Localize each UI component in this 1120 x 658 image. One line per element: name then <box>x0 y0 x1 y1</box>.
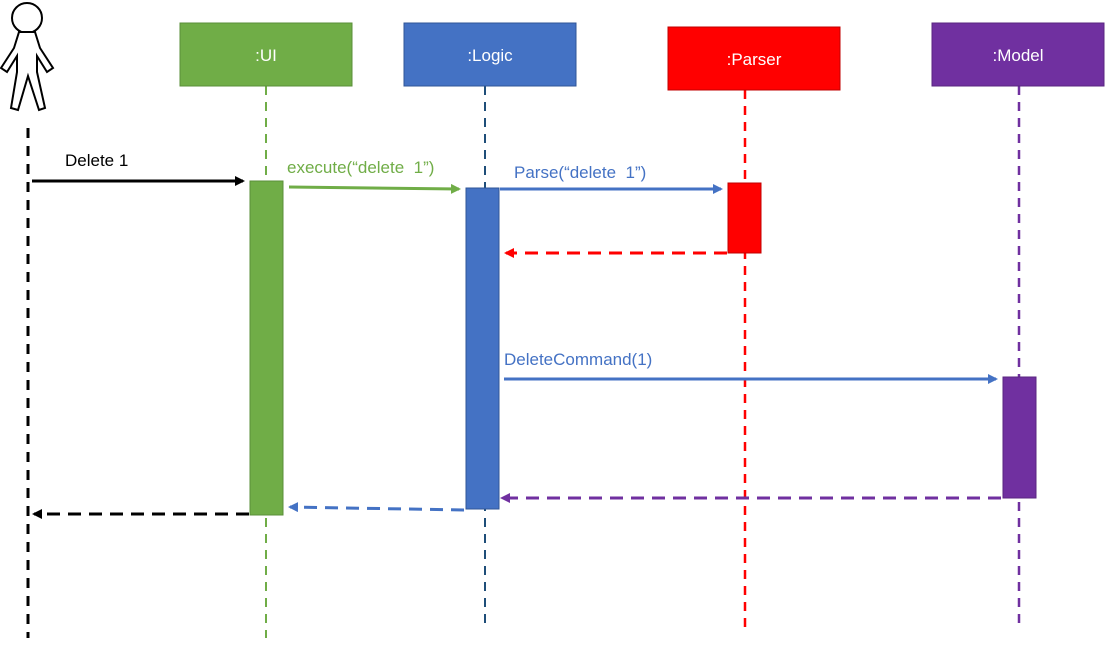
participant-ui-label: :UI <box>255 46 277 65</box>
return-arrow-logic <box>288 502 465 513</box>
participant-parser-label: :Parser <box>727 50 782 69</box>
message-arrow-execute <box>288 183 461 194</box>
message-label-execute: execute(“delete 1”) <box>287 158 434 177</box>
participant-model: :Model <box>931 22 1105 87</box>
logic-activation-bar <box>465 187 500 510</box>
message-label-delete-command: DeleteCommand(1) <box>504 350 652 369</box>
parser-activation-bar <box>727 182 762 254</box>
participant-logic-label: :Logic <box>467 46 513 65</box>
model-activation-bar <box>1002 376 1037 499</box>
ui-activation-bar <box>249 180 284 516</box>
message-label-delete: Delete 1 <box>65 151 128 170</box>
actor-stick-figure-icon <box>0 2 55 112</box>
message-label-parse: Parse(“delete 1”) <box>514 163 646 182</box>
participant-model-label: :Model <box>992 46 1043 65</box>
participant-parser: :Parser <box>667 26 841 91</box>
participant-ui: :UI <box>179 22 353 87</box>
participant-logic: :Logic <box>403 22 577 87</box>
